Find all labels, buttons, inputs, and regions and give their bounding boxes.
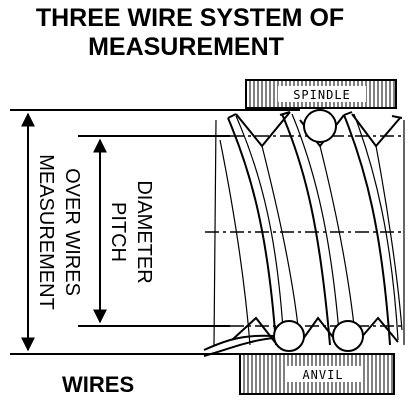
thread-body (213, 111, 405, 347)
thread-flank-1b (235, 115, 285, 346)
pitch-diameter-line-2: DIAMETER (133, 180, 155, 283)
bottom-wire-right (332, 320, 364, 352)
wires-label: WIRES (62, 372, 134, 397)
thread-back-flank-2 (261, 145, 301, 346)
title-line-2: MEASUREMENT (88, 33, 284, 61)
wire-strands (203, 334, 275, 357)
thread-back-flank-1 (219, 139, 251, 346)
measuring-wires (203, 109, 364, 357)
anvil-block: ANVIL (239, 353, 395, 395)
pitch-diameter-line-1: PITCH (107, 202, 129, 262)
spindle-block: SPINDLE (245, 79, 397, 109)
measurement-over-wires-line-1: MEASUREMENT (35, 154, 57, 310)
thread-back-flank-4 (375, 145, 403, 331)
thread-flank-3 (343, 114, 391, 346)
thread-crest-top (227, 111, 403, 119)
measurement-over-wires-line-2: OVER WIRES (61, 168, 83, 296)
bottom-wire-left (273, 320, 305, 352)
thread-flank-2 (281, 113, 331, 346)
thread-flank-1 (227, 117, 277, 346)
anvil-label: ANVIL (302, 368, 343, 382)
measurement-over-wires-label: MEASUREMENT OVER WIRES (35, 154, 83, 310)
spindle-label: SPINDLE (293, 88, 351, 102)
title-line-1: THREE WIRE SYSTEM OF (36, 4, 344, 32)
pitch-diameter-label: PITCH DIAMETER (107, 180, 155, 283)
top-wire (303, 109, 337, 143)
